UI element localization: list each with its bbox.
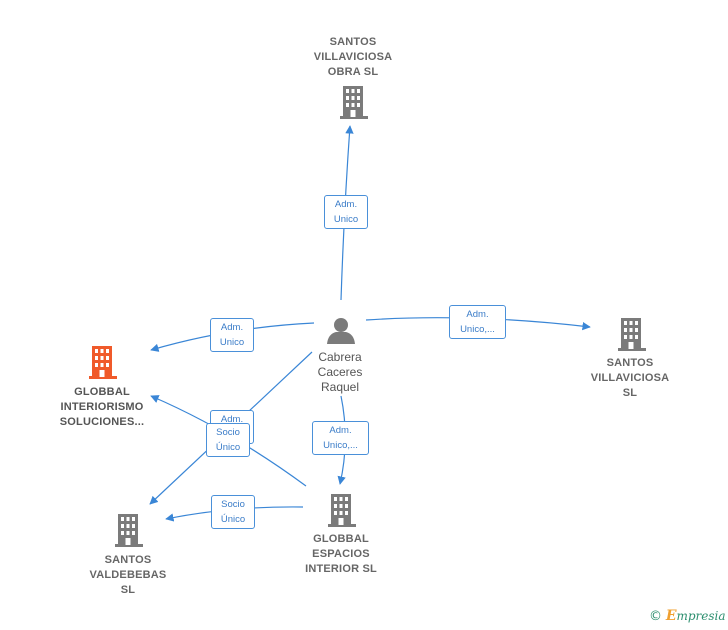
building-icon-globbal-espacios[interactable]	[328, 494, 356, 527]
edge-label-to-espacios: Adm. Unico,...	[312, 421, 369, 455]
building-icon-santos-valdebebas[interactable]	[115, 514, 143, 547]
brand-name: mpresia	[676, 609, 726, 623]
brand-footer: © Empresia	[649, 608, 726, 624]
node-label-santos-villaviciosa-obra[interactable]: SANTOS VILLAVICIOSA OBRA SL	[313, 36, 393, 78]
person-icon[interactable]	[327, 318, 355, 344]
edge-label-socio-unico-2: Socio Único	[211, 495, 255, 529]
edge-label-to-obra: Adm. Unico	[324, 195, 368, 229]
brand-logo-letter: E	[665, 608, 677, 624]
node-label-globbal-interiorismo[interactable]: GLOBBAL INTERIORISMO SOLUCIONES...	[59, 386, 145, 428]
edge-label-to-villaviciosa: Adm. Unico,...	[449, 305, 506, 339]
node-label-santos-valdebebas[interactable]: SANTOS VALDEBEBAS SL	[89, 554, 167, 596]
building-icon-globbal-interiorismo[interactable]	[89, 346, 117, 379]
building-icon-santos-villaviciosa-obra[interactable]	[340, 86, 368, 119]
node-label-person[interactable]: Cabrera Caceres Raquel	[317, 350, 363, 394]
node-label-santos-villaviciosa[interactable]: SANTOS VILLAVICIOSA SL	[590, 357, 670, 399]
node-label-globbal-espacios[interactable]: GLOBBAL ESPACIOS INTERIOR SL	[305, 533, 377, 575]
edge-label-socio-unico-1: Socio Único	[206, 423, 250, 457]
building-icon-santos-villaviciosa[interactable]	[618, 318, 646, 351]
edge-label-to-interiorismo: Adm. Unico	[210, 318, 254, 352]
copyright-icon: ©	[649, 609, 662, 624]
